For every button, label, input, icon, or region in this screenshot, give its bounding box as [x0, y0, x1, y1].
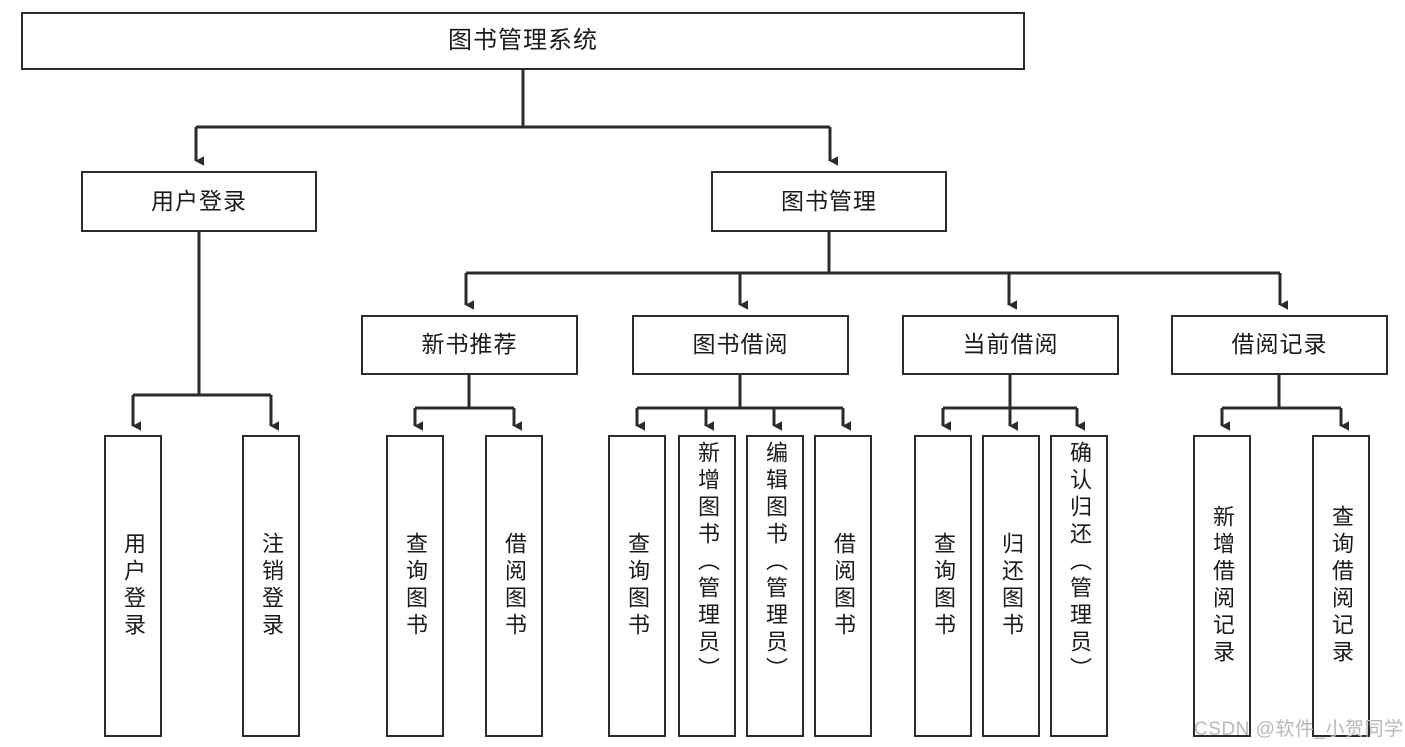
node-borrow-record[interactable]: 借阅记录 — [1171, 315, 1388, 375]
node-label: 图书管理 — [781, 187, 877, 214]
node-label: 注销登录 — [259, 532, 284, 640]
node-label: 图书管理系统 — [448, 26, 598, 54]
node-label: 借阅图书 — [831, 532, 856, 640]
leaf-book-borrow-query-book[interactable]: 查询图书 — [608, 435, 666, 737]
watermark-text: CSDN @软件_小贺同学 — [1194, 719, 1404, 740]
node-label: 图书借阅 — [692, 331, 789, 358]
node-label: 归还图书 — [999, 532, 1024, 640]
node-current-borrow[interactable]: 当前借阅 — [902, 315, 1119, 375]
leaf-borrow-record-query-record[interactable]: 查询借阅记录 — [1312, 435, 1370, 737]
node-label: 确认归还（管理员） — [1067, 441, 1092, 684]
leaf-new-book-borrow-book[interactable]: 借阅图书 — [485, 435, 543, 737]
leaf-current-borrow-confirm-return-admin[interactable]: 确认归还（管理员） — [1050, 435, 1108, 737]
node-label: 借阅记录 — [1231, 331, 1328, 358]
node-book-management-system[interactable]: 图书管理系统 — [21, 12, 1025, 70]
node-label: 查询图书 — [625, 532, 650, 640]
leaf-user-login-logout[interactable]: 注销登录 — [242, 435, 300, 737]
node-label: 借阅图书 — [502, 532, 527, 640]
leaf-new-book-query-book[interactable]: 查询图书 — [386, 435, 444, 737]
node-label: 编辑图书（管理员） — [763, 441, 788, 684]
node-new-book-recommend[interactable]: 新书推荐 — [361, 315, 578, 375]
leaf-book-borrow-edit-book-admin[interactable]: 编辑图书（管理员） — [746, 435, 804, 737]
node-label: 查询图书 — [931, 532, 956, 640]
leaf-current-borrow-query-book[interactable]: 查询图书 — [914, 435, 972, 737]
node-label: 查询图书 — [403, 532, 428, 640]
node-label: 当前借阅 — [962, 331, 1059, 358]
node-book-management[interactable]: 图书管理 — [711, 171, 947, 232]
leaf-current-borrow-return-book[interactable]: 归还图书 — [982, 435, 1040, 737]
node-label: 用户登录 — [151, 187, 247, 214]
leaf-borrow-record-add-record[interactable]: 新增借阅记录 — [1193, 435, 1251, 737]
leaf-book-borrow-add-book-admin[interactable]: 新增图书（管理员） — [678, 435, 736, 737]
node-label: 查询借阅记录 — [1329, 505, 1354, 667]
leaf-user-login-login[interactable]: 用户登录 — [104, 435, 162, 737]
node-label: 新增图书（管理员） — [695, 441, 720, 684]
node-label: 新增借阅记录 — [1210, 505, 1235, 667]
node-label: 新书推荐 — [421, 331, 518, 358]
node-label: 用户登录 — [121, 532, 146, 640]
node-user-login[interactable]: 用户登录 — [81, 171, 317, 232]
leaf-book-borrow-borrow-book[interactable]: 借阅图书 — [814, 435, 872, 737]
node-book-borrow[interactable]: 图书借阅 — [632, 315, 849, 375]
